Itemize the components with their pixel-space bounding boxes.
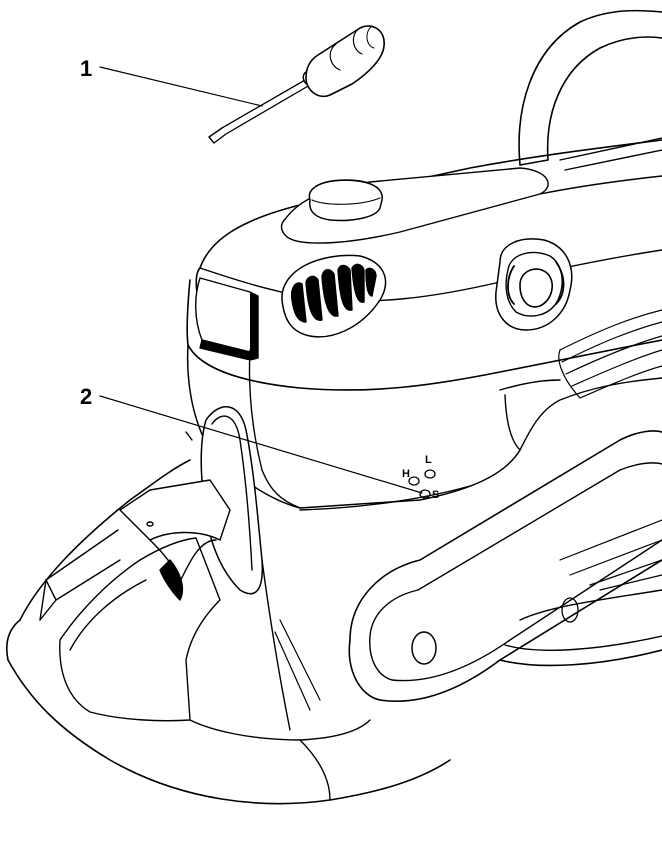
low-speed-screw xyxy=(424,469,436,479)
callout-1: 1 xyxy=(80,56,93,81)
screwdriver xyxy=(208,25,385,144)
callout-2-leader xyxy=(99,395,423,494)
saw-body: H L S xyxy=(5,9,662,805)
idle-speed-screw xyxy=(419,489,431,499)
screw-label-high: H xyxy=(402,468,410,480)
screw-label-low: L xyxy=(425,454,432,466)
callout-1-leader xyxy=(99,66,263,107)
high-speed-screw xyxy=(408,476,420,486)
bar-nut xyxy=(411,631,437,665)
screw-label-idle: S xyxy=(432,489,439,501)
callout-2: 2 xyxy=(80,384,93,409)
